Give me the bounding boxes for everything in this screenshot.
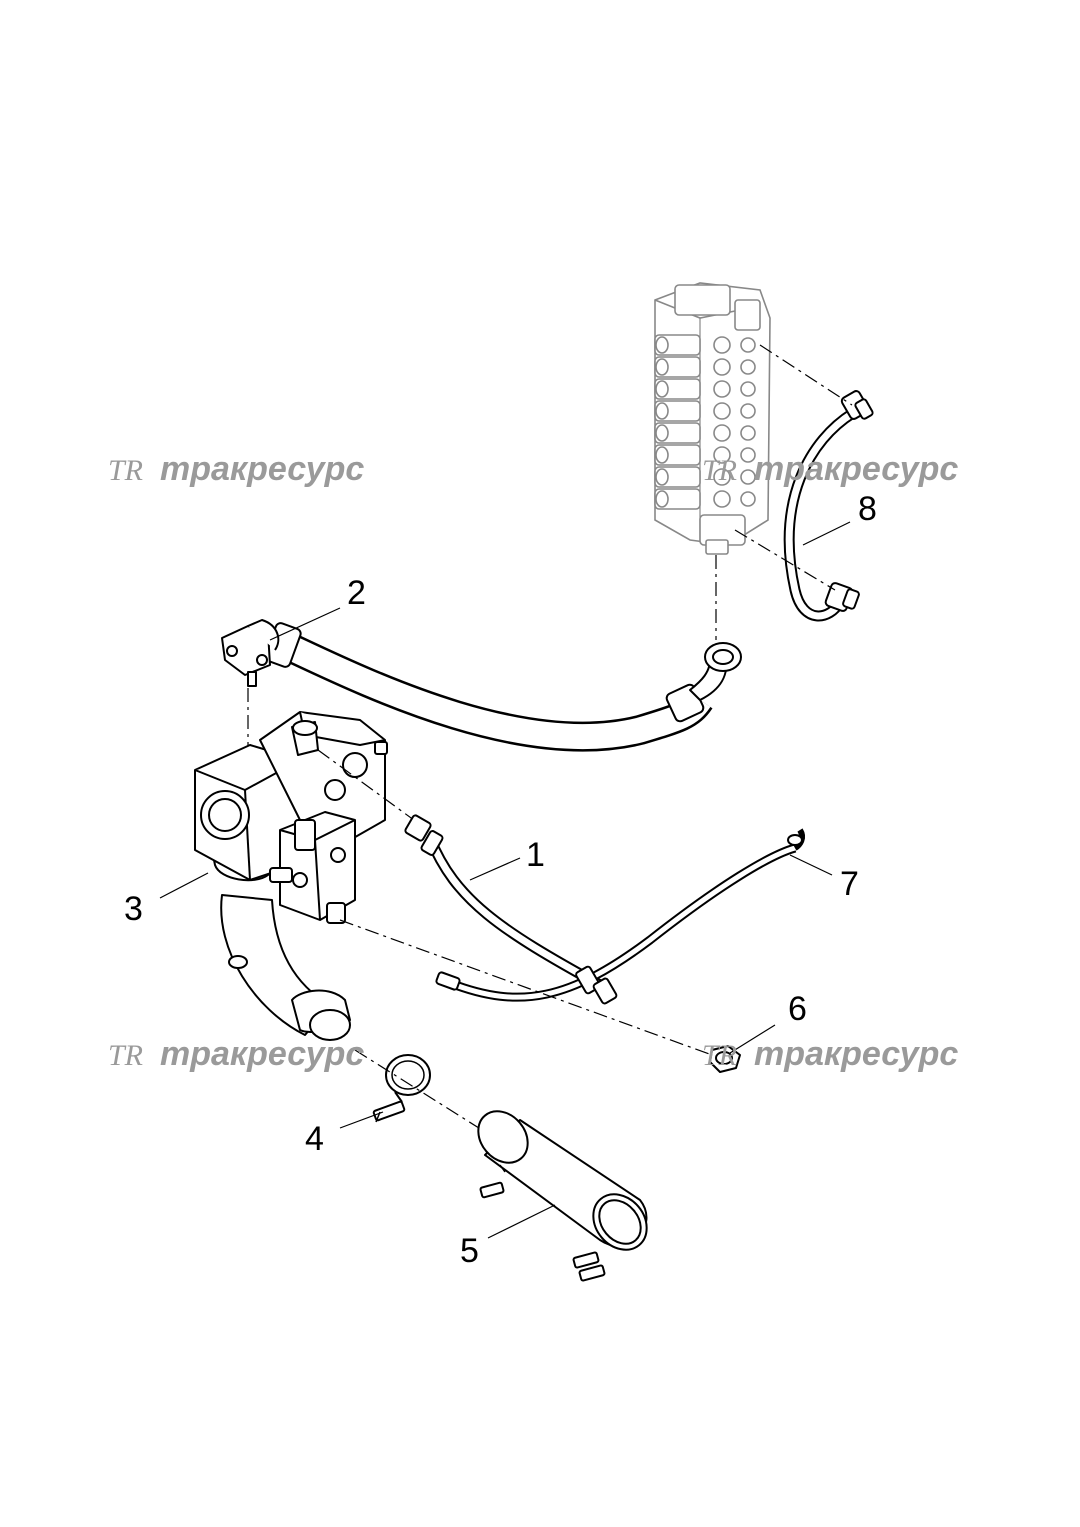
hydraulic-pump-3 [194, 711, 388, 1041]
watermark-text: тракресурс [160, 1035, 364, 1073]
valve-port [740, 447, 756, 463]
valve-spool-end [655, 446, 669, 464]
watermark-logo: TR [702, 1039, 737, 1072]
valve-port [713, 358, 731, 376]
valve-port [713, 336, 731, 354]
callout-2: 2 [347, 574, 366, 612]
watermark-top-right: TR тракресурс [702, 450, 958, 488]
watermark-bottom-right: TR тракресурс [702, 1035, 958, 1073]
assembly-line-pump-plug-6 [339, 919, 713, 1056]
callout-4: 4 [305, 1120, 324, 1158]
watermark-text: тракресурс [160, 450, 364, 488]
watermark-logo: TR [108, 1039, 143, 1072]
valve-spool-end [655, 490, 669, 508]
valve-spool-end [655, 468, 669, 486]
callout-6: 6 [788, 990, 807, 1028]
valve-port [740, 381, 756, 397]
callout-8: 8 [858, 490, 877, 528]
valve-port [713, 446, 731, 464]
valve-spool-end [655, 336, 669, 354]
pressure-hose-2 [221, 619, 742, 752]
assembly-line-pump-hose-1 [317, 749, 419, 824]
suction-tube-5 [477, 1110, 648, 1282]
valve-spool-end [655, 358, 669, 376]
callout-5: 5 [460, 1232, 479, 1270]
valve-port [740, 403, 756, 419]
watermark-bottom-left: TR тракресурс [108, 1035, 364, 1073]
valve-port [713, 490, 731, 508]
plug-6 [709, 1045, 741, 1073]
valve-port [740, 469, 756, 485]
valve-spool-end [655, 380, 669, 398]
leader-lines [159, 521, 851, 1239]
watermark-text: тракресурс [754, 450, 958, 488]
valve-port [713, 468, 731, 486]
valve-port [740, 425, 756, 441]
valve-spool-end [655, 402, 669, 420]
hose-1 [404, 814, 603, 990]
hose-7 [435, 828, 806, 1005]
assembly-line-hose-8-bottom [734, 529, 836, 591]
callout-7: 7 [840, 865, 859, 903]
valve-port [713, 402, 731, 420]
valve-port [740, 491, 756, 507]
watermark-text: тракресурс [754, 1035, 958, 1073]
valve-spool-end [655, 424, 669, 442]
control-valve-ghost [654, 282, 771, 555]
assembly-line-hose-8-top [759, 344, 853, 406]
watermark-top-left: TR тракресурс [108, 450, 364, 488]
watermark-logo: TR [108, 454, 143, 487]
valve-port [740, 337, 756, 353]
valve-port [713, 380, 731, 398]
valve-port [740, 359, 756, 375]
callout-3: 3 [124, 890, 143, 928]
valve-port [713, 424, 731, 442]
callout-1: 1 [526, 836, 545, 874]
watermark-logo: TR [702, 454, 737, 487]
